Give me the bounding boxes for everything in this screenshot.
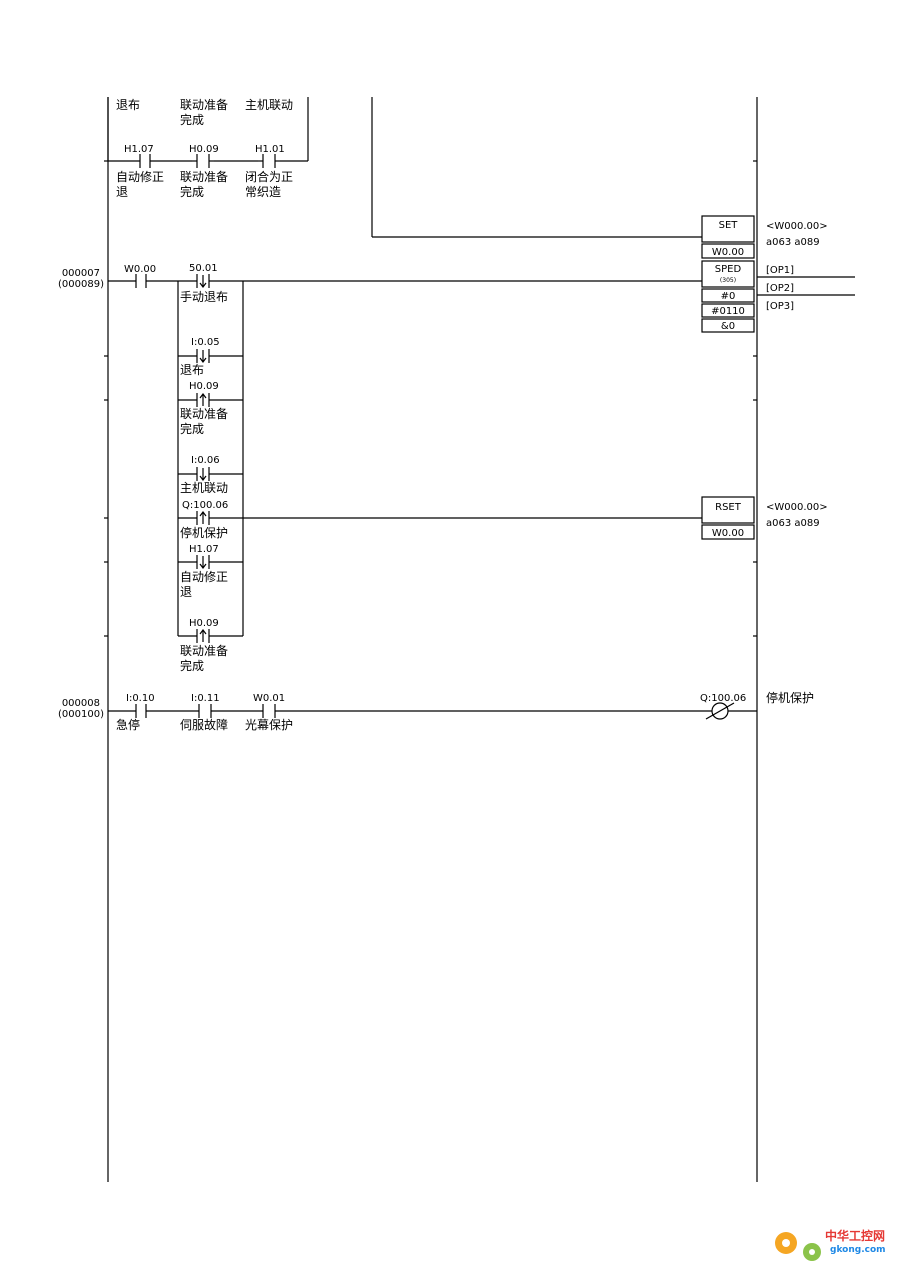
branch-contact-i0-06: [196, 467, 210, 481]
contact-h1-07: [139, 154, 151, 168]
set-block-name: SET: [719, 220, 739, 231]
gear-icon: [775, 1232, 821, 1261]
contact-address: I:0.05: [191, 337, 220, 348]
contact-comment: 手动退布: [180, 290, 228, 304]
contact-address: H1.01: [255, 144, 285, 155]
branch-contact-h0-09-b: [196, 629, 210, 643]
rset-block-operand: W0.00: [712, 528, 744, 539]
set-block-operand: W0.00: [712, 247, 744, 258]
sped-ref-op1: [OP1]: [766, 265, 794, 276]
rail-ticks: [104, 160, 757, 637]
branch-contact-50-01: [196, 274, 210, 288]
sped-op1: #0: [721, 291, 736, 302]
watermark-url: gkong.com: [830, 1245, 886, 1255]
coil-comment: 停机保护: [766, 690, 814, 705]
contact-address: W0.00: [124, 264, 156, 275]
gkong-logo: 中华工控网 gkong.com: [775, 1228, 886, 1261]
prev-label-b2: 完成: [180, 112, 204, 127]
contact-comment: 急停: [116, 717, 140, 732]
sped-block-name: SPED: [715, 264, 742, 275]
contact-address: H0.09: [189, 381, 219, 392]
branch-contact-i0-05: [196, 349, 210, 363]
contact-i0-11: [198, 704, 212, 718]
sped-instruction-block: [701, 260, 755, 333]
sped-op2: #0110: [711, 306, 745, 317]
contact-comment: 联动准备: [180, 644, 228, 658]
coil-address: Q:100.06: [700, 693, 746, 704]
contact-comment: 完成: [180, 658, 204, 673]
contact-comment: 伺服故障: [180, 717, 228, 732]
contact-address: H1.07: [189, 544, 219, 555]
contact-comment: 自动修正: [180, 569, 228, 584]
sped-function-code: (305): [720, 277, 736, 284]
rung-step: (000100): [58, 709, 104, 720]
contact-address: H0.09: [189, 618, 219, 629]
contact-address: W0.01: [253, 693, 285, 704]
branch-contact-h0-09: [196, 393, 210, 407]
branch-contact-h1-07: [196, 555, 210, 569]
sped-ref-op3: [OP3]: [766, 301, 794, 312]
contact-comment: 退: [180, 585, 192, 599]
contact-address: H1.07: [124, 144, 154, 155]
rset-ref: <W000.00>: [766, 502, 828, 513]
contact-comment: 闭合为正: [245, 169, 293, 184]
contact-h1-01: [262, 154, 276, 168]
contact-comment: 退布: [180, 363, 204, 377]
contact-comment: 联动准备: [180, 407, 228, 421]
contact-comment: 光幕保护: [245, 718, 293, 732]
contact-address: Q:100.06: [182, 500, 228, 511]
contact-address: I:0.10: [126, 693, 155, 704]
rset-instruction-block: [701, 496, 755, 540]
contact-comment: 主机联动: [180, 481, 228, 495]
sped-ref-op2: [OP2]: [766, 283, 794, 294]
sped-op3: &0: [721, 321, 735, 332]
prev-label-c: 主机联动: [245, 98, 293, 112]
watermark-text: 中华工控网: [825, 1228, 885, 1243]
contact-h0-09: [196, 154, 210, 168]
rung-step: (000089): [58, 279, 104, 290]
rung-number: 000007: [62, 268, 100, 279]
contact-comment: 常织造: [245, 185, 281, 199]
contact-address: I:0.06: [191, 455, 220, 466]
contact-comment: 完成: [180, 421, 204, 436]
contact-address: 50.01: [189, 263, 218, 274]
contact-comment: 自动修正: [116, 169, 164, 184]
set-ref: <W000.00>: [766, 221, 828, 232]
contact-address: I:0.11: [191, 693, 220, 704]
contact-w0-00: [135, 274, 147, 288]
rset-block-name: RSET: [715, 502, 742, 513]
contact-w0-01: [262, 704, 276, 718]
set-crossref: a063 a089: [766, 237, 820, 248]
set-instruction-block: [701, 215, 755, 259]
prev-label-a: 退布: [116, 98, 140, 112]
contact-comment: 完成: [180, 184, 204, 199]
contact-comment: 联动准备: [180, 170, 228, 184]
rung-number: 000008: [62, 698, 100, 709]
rset-crossref: a063 a089: [766, 518, 820, 529]
branch-contact-q100-06: [196, 511, 210, 525]
contact-comment: 停机保护: [180, 525, 228, 540]
contact-address: H0.09: [189, 144, 219, 155]
contact-comment: 退: [116, 185, 128, 199]
prev-label-b1: 联动准备: [180, 98, 228, 112]
contact-i0-10: [135, 704, 147, 718]
